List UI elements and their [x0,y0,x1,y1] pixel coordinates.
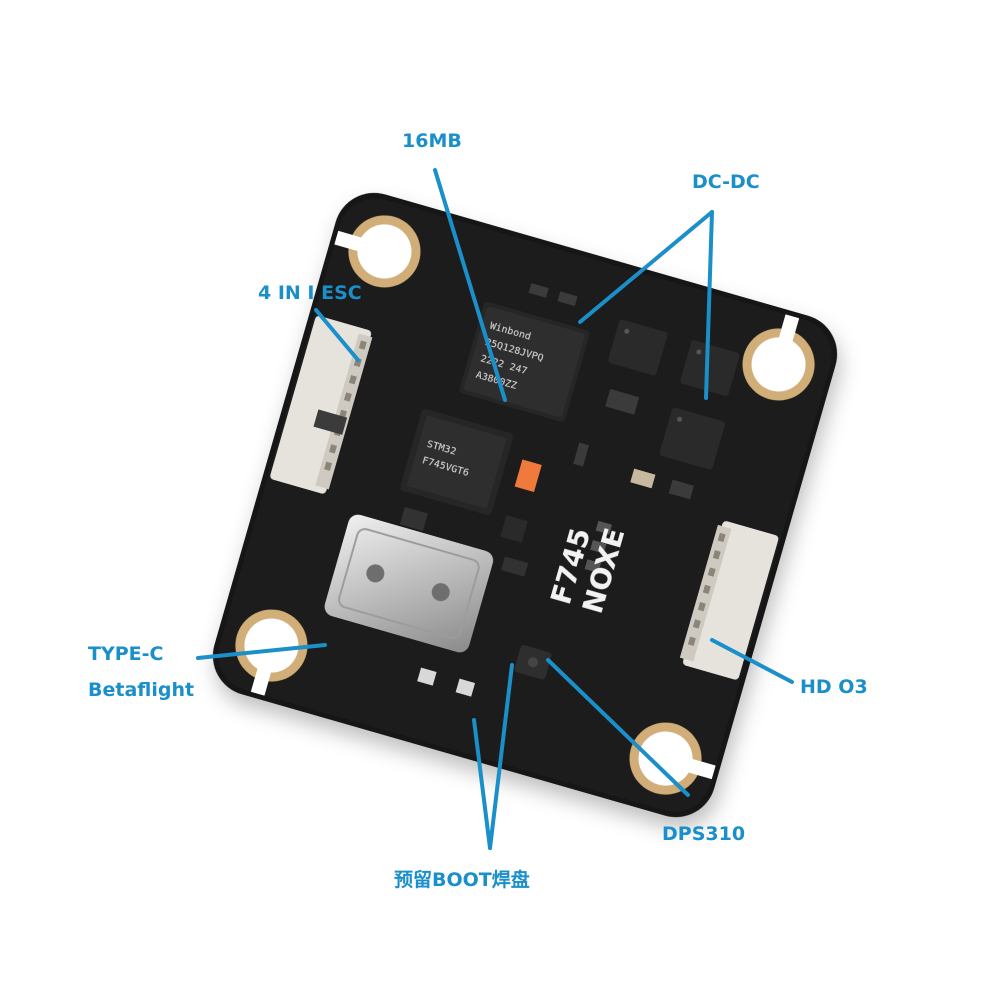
esc-connector [270,316,373,494]
pcb-board: Winbond 25Q128JVPQ 2222 247 A3800ZZ STM3… [212,192,838,818]
label-baro: DPS310 [662,823,746,845]
callout-boot-left [472,718,492,850]
label-typec: TYPE-C [88,643,164,665]
flash-chip: Winbond 25Q128JVPQ 2222 247 A3800ZZ [459,301,590,422]
barometer-chip [514,645,552,680]
dcdc-regulator-2 [680,340,740,396]
callout-dcdc-left [578,210,714,324]
label-flash: 16MB [402,130,462,152]
label-boot: 预留BOOT焊盘 [394,869,530,891]
mounting-hole-bottom-right [629,722,716,795]
callout-dcdc-right [704,210,714,400]
label-hd: HD O3 [800,676,868,698]
callout-typec [196,643,327,660]
callout-baro [546,658,690,797]
mounting-hole-top-left [334,215,421,288]
callout-flash [433,168,507,402]
usb-type-c-port [324,514,494,653]
mcu-chip: STM32 F745VGT6 [400,409,514,516]
mounting-hole-top-right [742,314,815,401]
boot-pad-2 [455,678,475,697]
label-esc: 4 IN I ESC [258,282,362,304]
status-led [514,459,542,492]
callout-boot-right [488,663,514,850]
boot-pad-1 [417,667,437,686]
label-dcdc: DC-DC [692,171,760,193]
callout-esc [314,308,360,362]
dcdc-regulator-3 [659,407,725,470]
callout-hd [710,638,794,684]
hd-connector [679,521,779,680]
mounting-hole-bottom-left [235,609,308,696]
dcdc-regulator-1 [608,319,668,376]
label-betaflight: Betaflight [88,679,195,701]
smd-components [313,283,694,577]
callout-lines [196,168,794,850]
